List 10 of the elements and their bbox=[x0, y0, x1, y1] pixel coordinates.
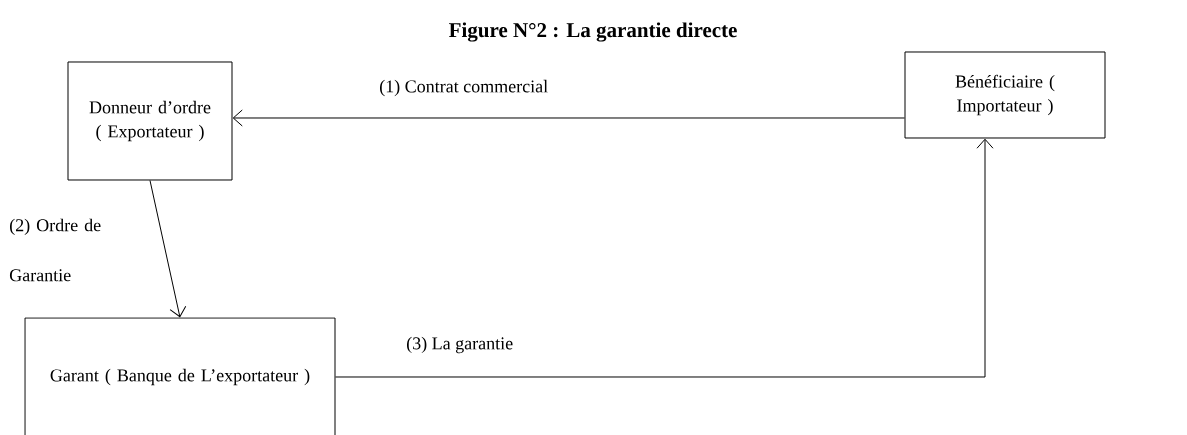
edge-label: (2) Ordre de Garantie bbox=[9, 218, 101, 282]
entity-box: Garant ( Banque de L’exportateur ) bbox=[24, 317, 336, 435]
arrow bbox=[149, 180, 187, 318]
entity-box: Bénéficiaire ( Importateur ) bbox=[904, 51, 1106, 139]
entity-box: Donneur d’ordre ( Exportateur ) bbox=[67, 61, 233, 181]
edge-label: (1) Contrat commercial bbox=[380, 79, 548, 97]
arrow bbox=[232, 109, 905, 127]
arrow bbox=[335, 138, 994, 378]
edge-label: (3) La garantie bbox=[407, 336, 513, 354]
title: Figure N°2 : La garantie directe bbox=[449, 22, 737, 42]
